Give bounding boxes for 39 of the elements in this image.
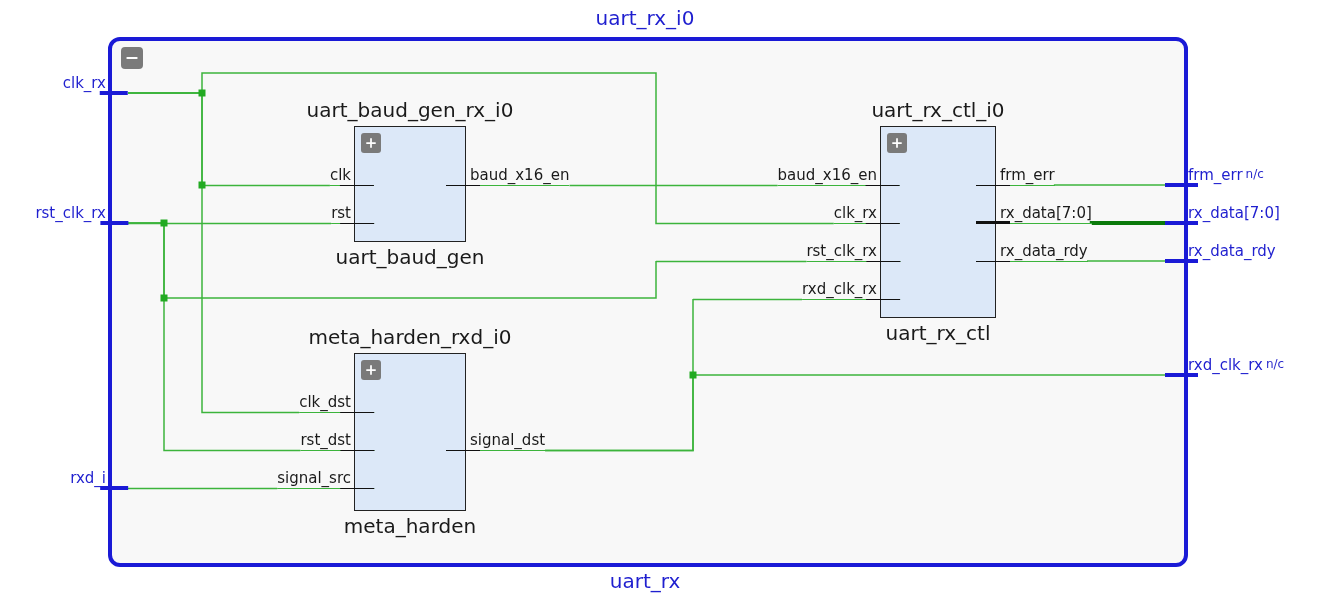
pin-label: signal_src	[277, 469, 374, 489]
instance-name: uart_rx_ctl_i0	[870, 97, 1006, 123]
wire	[127, 222, 808, 299]
pin-label: rst_clk_rx	[806, 242, 900, 262]
port-name: rx_data[7:0]	[1188, 204, 1280, 222]
wire	[1087, 260, 1166, 263]
pin-label: rxd_clk_rx	[802, 280, 900, 300]
wire	[1053, 184, 1166, 187]
instance-name: uart_baud_gen_rx_i0	[305, 97, 515, 123]
pin-label: rst_dst	[300, 431, 374, 451]
port-name: frm_err	[1188, 166, 1243, 184]
port-name: rxd_clk_rx	[1188, 356, 1263, 374]
pin-label: signal_dst	[446, 431, 546, 451]
pin-label: baud_x16_en	[446, 166, 570, 186]
port-name: clk_rx	[62, 74, 106, 92]
pin-label: rx_data[7:0]	[976, 204, 1092, 224]
pin-label: clk	[329, 166, 374, 186]
pin-label: frm_err	[976, 166, 1055, 186]
wire	[568, 184, 779, 187]
port-name: rxd_i	[70, 469, 106, 487]
cell-name: uart_baud_gen	[335, 244, 485, 270]
wire	[127, 72, 835, 225]
instance-name: uart_rx_i0	[594, 5, 696, 31]
pin-label: rst	[331, 204, 374, 224]
wire	[544, 374, 1166, 452]
module-name: uart_rx	[608, 568, 682, 594]
instance-name: meta_harden_rxd_i0	[307, 324, 513, 350]
pin-label: clk_dst	[299, 393, 374, 413]
bus-wire	[1089, 221, 1165, 226]
pin-label: baud_x16_en	[777, 166, 900, 186]
wire	[127, 487, 278, 490]
pin-label: rx_data_rdy	[976, 242, 1088, 262]
port-name: rst_clk_rx	[35, 204, 106, 222]
cell-name: meta_harden	[343, 513, 477, 539]
cell-name: uart_rx_ctl	[885, 320, 991, 346]
port-name: rx_data_rdy	[1188, 242, 1276, 260]
no-connect-note: n/c	[1265, 357, 1285, 371]
no-connect-note: n/c	[1245, 167, 1264, 181]
pin-label: clk_rx	[833, 204, 900, 224]
